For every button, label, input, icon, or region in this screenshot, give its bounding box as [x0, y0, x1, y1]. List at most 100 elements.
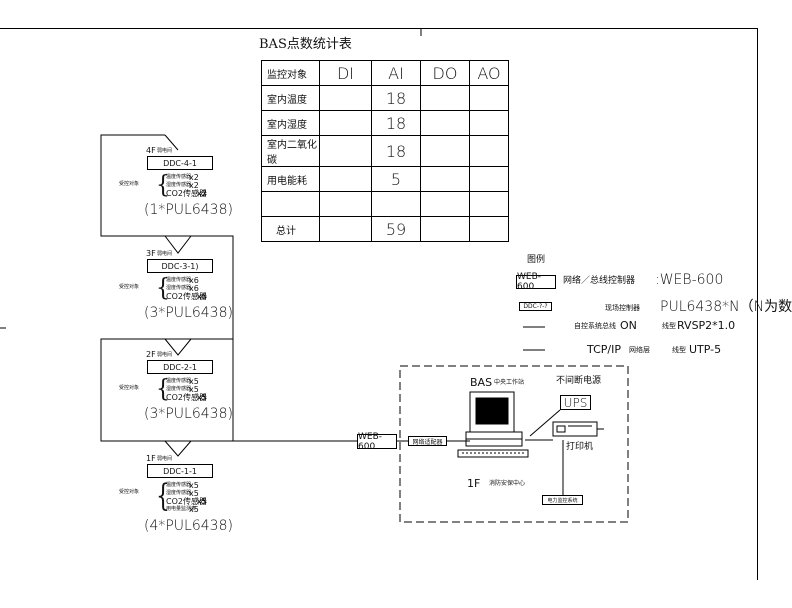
power-supply-label: 不间断电源: [556, 376, 602, 386]
legend-tcpip-desc-tail: 网络层: [629, 346, 650, 354]
table-cell-obj: 总计: [261, 216, 320, 242]
room-label: 1F: [467, 477, 481, 490]
legend-tcpip-value: UTP-5: [689, 343, 722, 356]
legend-web600-value: :WEB-600: [655, 272, 724, 288]
floor-label: 3F: [146, 249, 156, 258]
table-cell-di: [319, 216, 372, 242]
table-cell-do: [420, 135, 470, 167]
col-header-ai: AI: [371, 60, 421, 86]
legend-web600-symbol: WEB-600: [516, 272, 556, 292]
sensor-name: 温度传感器: [166, 277, 192, 283]
table-title: BAS点数统计表: [259, 37, 352, 52]
printer-label: 打印机: [566, 442, 594, 452]
legend-title: 图例: [527, 255, 546, 265]
table-cell-obj: [261, 191, 320, 217]
table-cell-ai: 18: [371, 85, 421, 111]
table-cell-di: [319, 110, 372, 136]
drawing-frame: [0, 28, 758, 580]
sensor-group-label: 受控对象: [119, 181, 140, 187]
floor-room: 弱电间: [157, 456, 173, 462]
table-cell-obj: 用电能耗: [261, 166, 320, 192]
brace-icon: {: [156, 479, 170, 515]
controller-count: (3*PUL6438): [144, 305, 233, 321]
floor-room: 弱电间: [157, 148, 173, 154]
legend-web600-desc: 网络／总线控制器: [563, 276, 636, 286]
floor-label: 2F: [146, 350, 156, 359]
ddc-box: DDC-4-1: [147, 156, 213, 170]
col-header-object: 监控对象: [261, 60, 320, 86]
brace-icon: {: [156, 274, 170, 303]
sensor-qty: x5: [189, 377, 199, 386]
sensor-qty: x5: [197, 497, 207, 506]
ddc-box: DDC-1-1: [147, 464, 213, 478]
col-header-di: DI: [319, 60, 372, 86]
legend-bus-value: RVSP2*1.0: [677, 319, 736, 332]
table-cell-di: [319, 85, 372, 111]
sensor-name: 湿度传感器: [166, 386, 192, 392]
legend-tcpip-line-type: 线型: [672, 346, 686, 354]
sensor-qty: x6: [189, 284, 199, 293]
sensor-qty: x5: [189, 385, 199, 394]
sensor-name-co2: CO2传感器: [166, 393, 207, 402]
table-cell-do: [420, 85, 470, 111]
sensor-qty: x2: [197, 189, 207, 198]
legend-bus-desc: 自控系统总线: [574, 322, 616, 330]
table-cell-do: [420, 191, 470, 217]
controller-count: (1*PUL6438): [144, 202, 233, 218]
table-cell-ao: [469, 135, 509, 167]
table-row: 室内湿度 18: [261, 110, 509, 136]
col-header-ao: AO: [469, 60, 509, 86]
sensor-name: 用电量监测表: [166, 506, 197, 512]
table-cell-ao: [469, 166, 509, 192]
sensor-qty: x5: [197, 393, 207, 402]
sensor-name: 温度传感器: [166, 482, 192, 488]
floor-label: 4F: [146, 146, 156, 155]
table-row: [261, 191, 509, 217]
table-cell-obj: 室内湿度: [261, 110, 320, 136]
table-cell-di: [319, 191, 372, 217]
legend-bus-line-type: 线型: [662, 322, 676, 330]
table-cell-ai: 59: [371, 216, 421, 242]
sensor-name: 湿度传感器: [166, 490, 192, 496]
table-cell-di: [319, 166, 372, 192]
sensor-name: 湿度传感器: [166, 285, 192, 291]
table-cell-ao: [469, 191, 509, 217]
sensor-name-co2: CO2传感器: [166, 189, 207, 198]
sensor-name: 温度传感器: [166, 378, 192, 384]
workstation-suffix: 中央工作站: [494, 379, 525, 386]
brace-icon: {: [156, 375, 170, 404]
sensor-qty: x6: [189, 276, 199, 285]
table-cell-ao: [469, 216, 509, 242]
table-cell-ai: 18: [371, 110, 421, 136]
room-desc: 消防安保中心: [489, 480, 526, 487]
table-row: 总计 59: [261, 216, 509, 242]
legend-ddc-value: PUL6438*N（N为数: [660, 299, 792, 315]
table-cell-ai: [371, 191, 421, 217]
workstation-label: BAS: [470, 376, 493, 389]
sensor-name-co2: CO2传感器: [166, 497, 207, 506]
sensor-name: 温度传感器: [166, 174, 192, 180]
ddc-box: DDC-3-1): [147, 259, 213, 273]
table-cell-di: [319, 135, 372, 167]
sensor-qty: x2: [189, 181, 199, 190]
sensor-qty: x5: [189, 505, 199, 514]
controller-count: (3*PUL6438): [144, 406, 233, 422]
web600-controller-box: WEB-600: [357, 432, 397, 452]
table-cell-do: [420, 110, 470, 136]
floor-room: 弱电间: [157, 352, 173, 358]
ddc-box: DDC-2-1: [147, 360, 213, 374]
sensor-group-label: 受控对象: [119, 284, 140, 290]
table-cell-obj: 室内二氧化碳: [261, 135, 320, 167]
col-header-do: DO: [420, 60, 470, 86]
sensor-qty: x2: [189, 173, 199, 182]
legend-ddc-symbol: DDC-?-?: [519, 302, 552, 311]
sensor-qty: x5: [189, 489, 199, 498]
floor-room: 弱电间: [157, 251, 173, 257]
sensor-name: 湿度传感器: [166, 182, 192, 188]
sensor-qty: x5: [189, 481, 199, 490]
controller-count: (4*PUL6438): [144, 518, 233, 534]
